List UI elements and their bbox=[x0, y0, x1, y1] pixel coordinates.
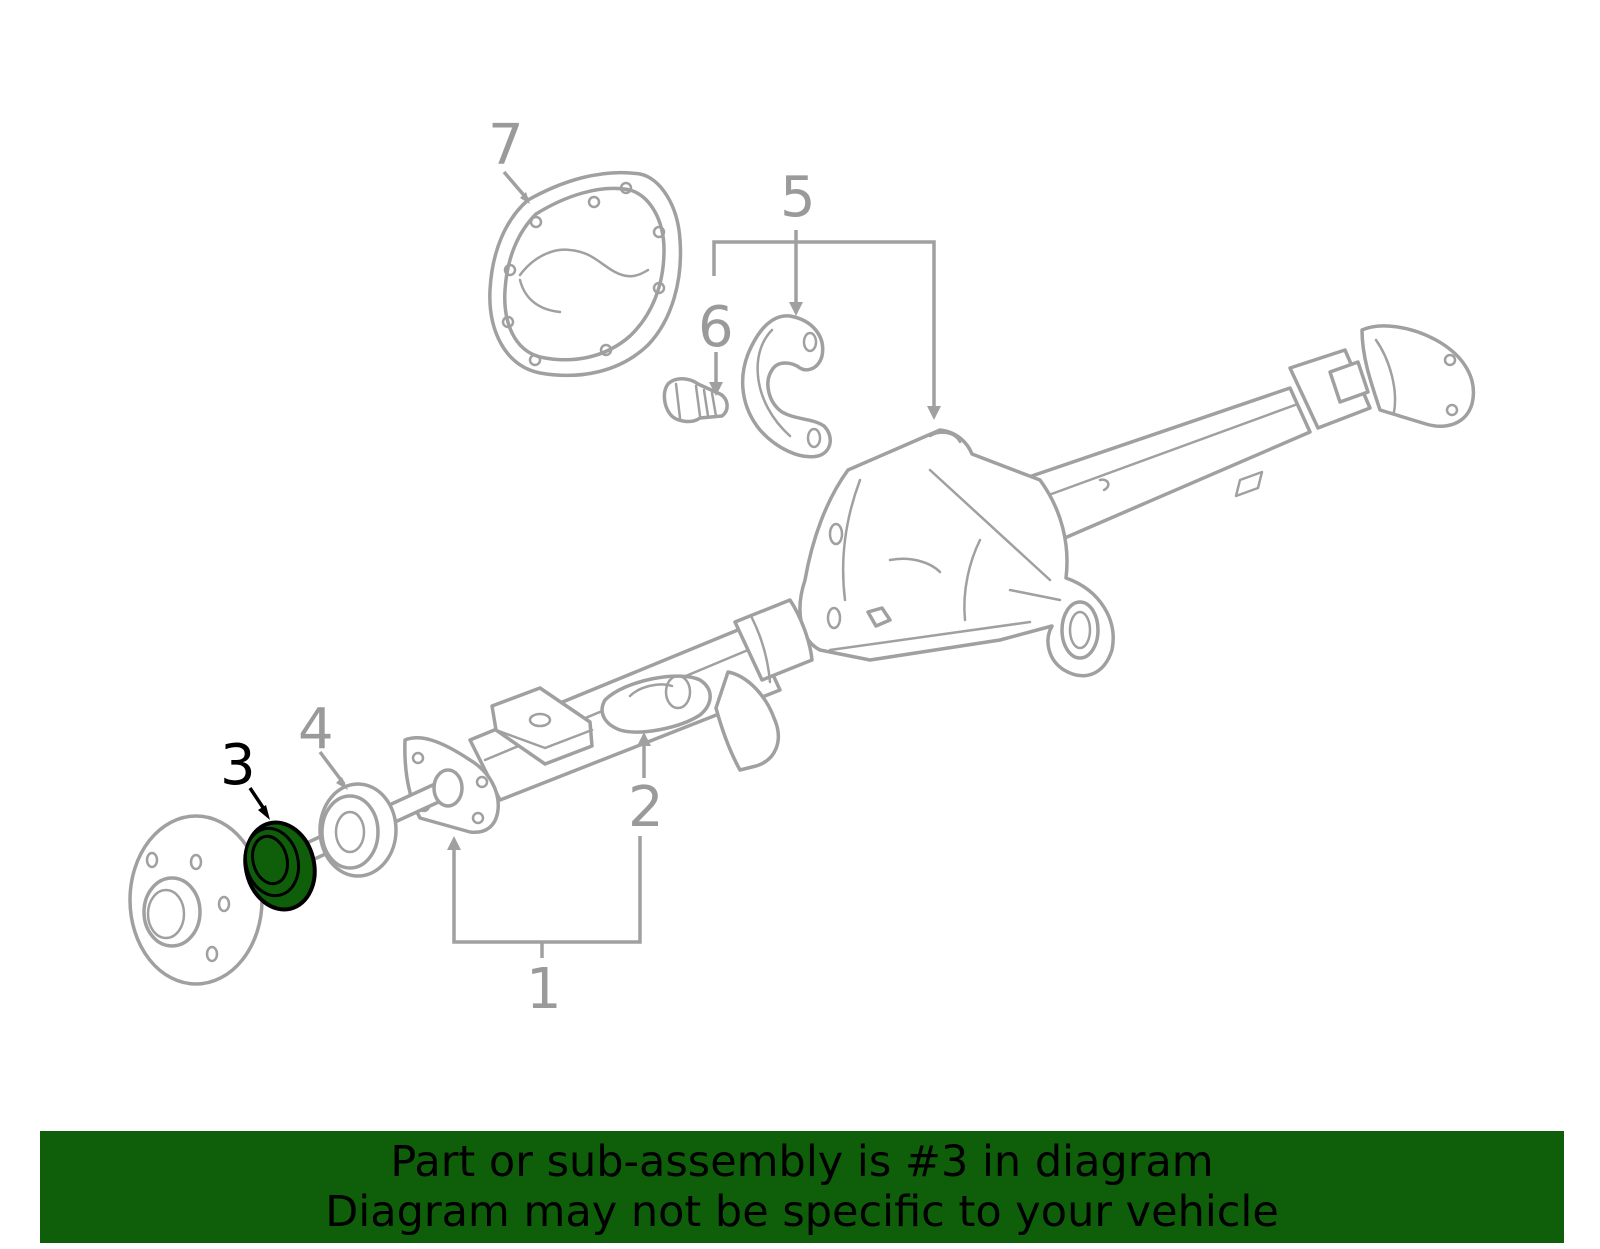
axle-hub-flange bbox=[128, 814, 264, 986]
callout-1[interactable]: 1 bbox=[526, 957, 562, 1022]
axle-housing-part-1[interactable] bbox=[403, 324, 1476, 835]
banner-line-part-number: Part or sub-assembly is #3 in diagram bbox=[390, 1137, 1214, 1187]
part-info-banner: Part or sub-assembly is #3 in diagram Di… bbox=[40, 1131, 1564, 1243]
axle-seal-part-3-highlighted[interactable] bbox=[236, 815, 323, 917]
bearing-part-4[interactable] bbox=[318, 782, 398, 878]
callout-3[interactable]: 3 bbox=[220, 733, 256, 798]
leader-lines bbox=[248, 170, 941, 958]
callout-2[interactable]: 2 bbox=[628, 775, 664, 840]
differential-cover-part-7[interactable] bbox=[488, 170, 683, 378]
bolt-part-6[interactable] bbox=[662, 377, 729, 424]
callout-numbers: 1 2 3 4 5 6 7 bbox=[220, 113, 816, 1022]
bearing-cap-part-5[interactable] bbox=[740, 314, 832, 459]
callout-4[interactable]: 4 bbox=[298, 697, 334, 762]
callout-6[interactable]: 6 bbox=[698, 295, 734, 360]
banner-line-disclaimer: Diagram may not be specific to your vehi… bbox=[325, 1187, 1279, 1237]
callout-5[interactable]: 5 bbox=[780, 165, 816, 230]
callout-7[interactable]: 7 bbox=[488, 113, 524, 178]
